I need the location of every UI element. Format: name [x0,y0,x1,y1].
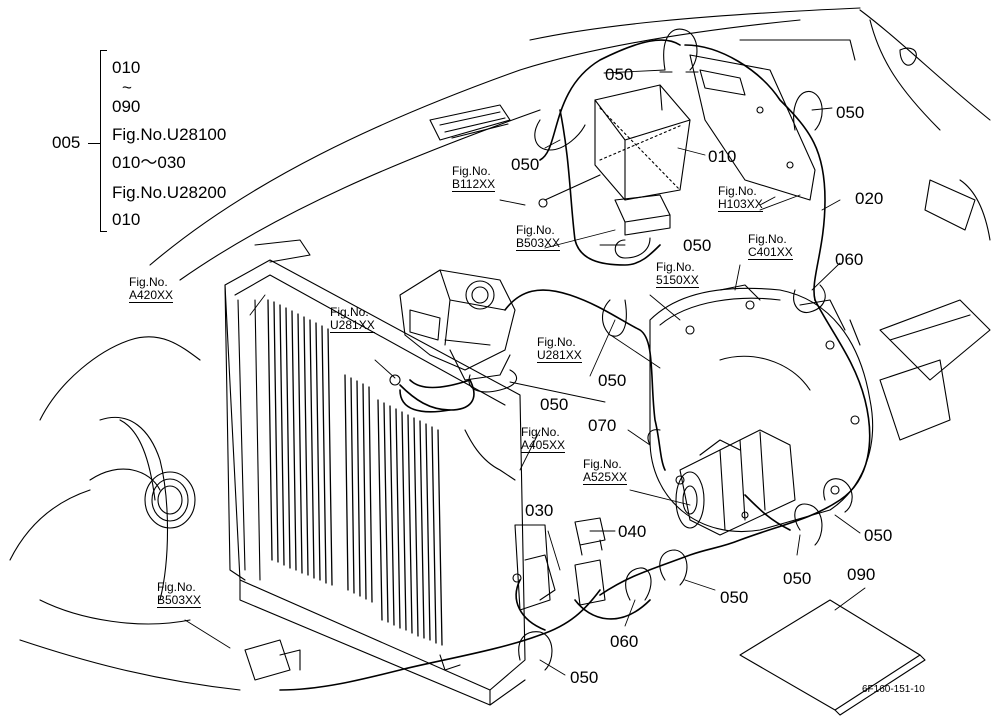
control-unit [538,84,691,208]
callout-050: 050 [836,103,865,122]
callout-050: 050 [511,155,540,174]
starter-motor [675,429,796,536]
callout-030: 030 [525,501,554,520]
figref-5150: Fig.No.5150XX [656,260,699,288]
legend-line-3: 090 [112,97,141,116]
legend-line-6: Fig.No.U28200 [112,183,227,202]
hood-outline [9,7,991,691]
wiring-harness [279,39,871,691]
callout-010: 010 [708,147,737,166]
figref-a405: Fig.No.A405XX [521,425,566,453]
callout-060: 060 [610,632,639,651]
bracket-plate [689,39,917,201]
callout-050: 050 [783,569,812,588]
leader-lines [184,69,866,676]
callout-050: 050 [720,588,749,607]
drawing-code: 6F160-151-10 [862,684,925,695]
flywheel-housing [649,284,874,532]
radiator-fins [267,299,443,646]
figref-h103: Fig.No.H103XX [718,184,763,212]
legend-line-2: ~ [122,78,132,97]
figref-u281-right: Fig.No.U281XX [537,335,582,363]
legend-parent: 005 [52,133,81,152]
figref-b503-top: Fig.No.B503XX [516,223,561,251]
engine-pump [389,269,516,386]
figref-b503-bottom: Fig.No.B503XX [157,580,202,608]
callout-040: 040 [618,522,647,541]
legend-bracket [88,143,100,144]
legend-line-5: 010～030 [112,153,186,172]
radiator [224,239,526,706]
headlight [144,471,196,529]
legend-brace [100,50,107,232]
figref-b112: Fig.No.B112XX [452,164,496,192]
clamps [468,28,853,671]
callout-050: 050 [864,526,893,545]
legend-line-1: 010 [112,58,141,77]
callout-060: 060 [835,250,864,269]
callout-050: 050 [683,236,712,255]
relay-box [614,194,671,236]
callout-050: 050 [540,395,569,414]
callout-050: 050 [598,371,627,390]
callout-070: 070 [588,416,617,435]
callout-090: 090 [847,565,876,584]
figref-a420: Fig.No.A420XX [129,275,174,303]
lower-relays [244,517,606,681]
figref-u281-left: Fig.No.U281XX [330,305,375,333]
legend-line-4: Fig.No.U28100 [112,125,227,144]
figref-a525: Fig.No.A525XX [583,457,628,485]
figref-c401: Fig.No.C401XX [748,232,793,260]
document-bag [739,599,926,716]
callout-050: 050 [570,668,599,687]
callout-050: 050 [605,65,634,84]
callout-020: 020 [855,189,884,208]
legend-line-7: 010 [112,210,141,229]
right-structure [849,179,991,441]
